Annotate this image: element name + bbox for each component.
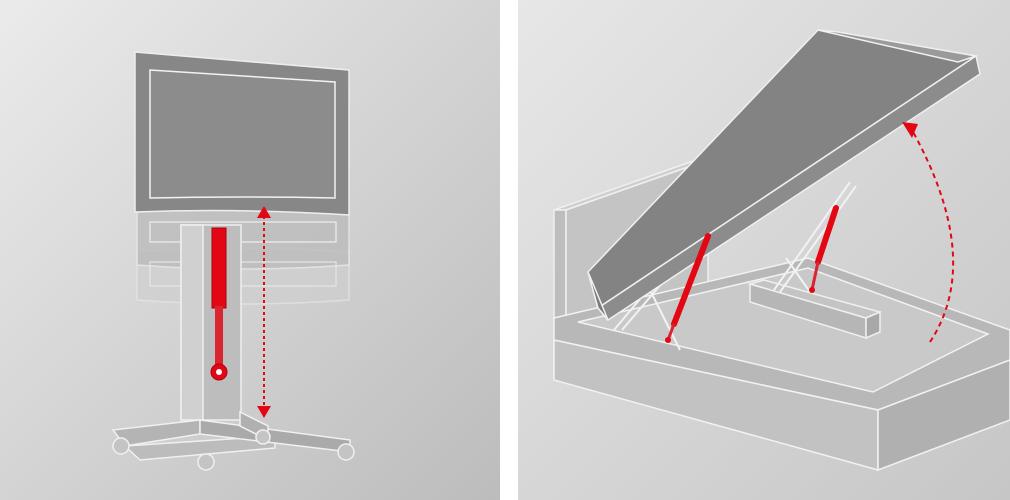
double-headed-arrow-icon [257, 206, 271, 418]
panel-divider [500, 0, 518, 500]
castor-icon [197, 453, 215, 471]
tv-stand-panel [0, 0, 500, 500]
stand-column [180, 224, 242, 421]
gas-spring [809, 205, 839, 293]
gas-spring [210, 227, 228, 381]
castor-icon [255, 429, 271, 445]
castor-icon [112, 437, 130, 455]
stand-base [111, 410, 355, 471]
castor-icon [337, 443, 355, 461]
bed-lift-illustration [518, 0, 1010, 500]
screen-ghost-positions [136, 207, 350, 305]
tv-stand-illustration [0, 0, 500, 500]
bed-lid [587, 29, 981, 321]
bed-lift-panel [518, 0, 1010, 500]
tv-screen [134, 51, 350, 216]
curved-arrow-icon [902, 122, 955, 343]
gas-spring [665, 233, 711, 343]
